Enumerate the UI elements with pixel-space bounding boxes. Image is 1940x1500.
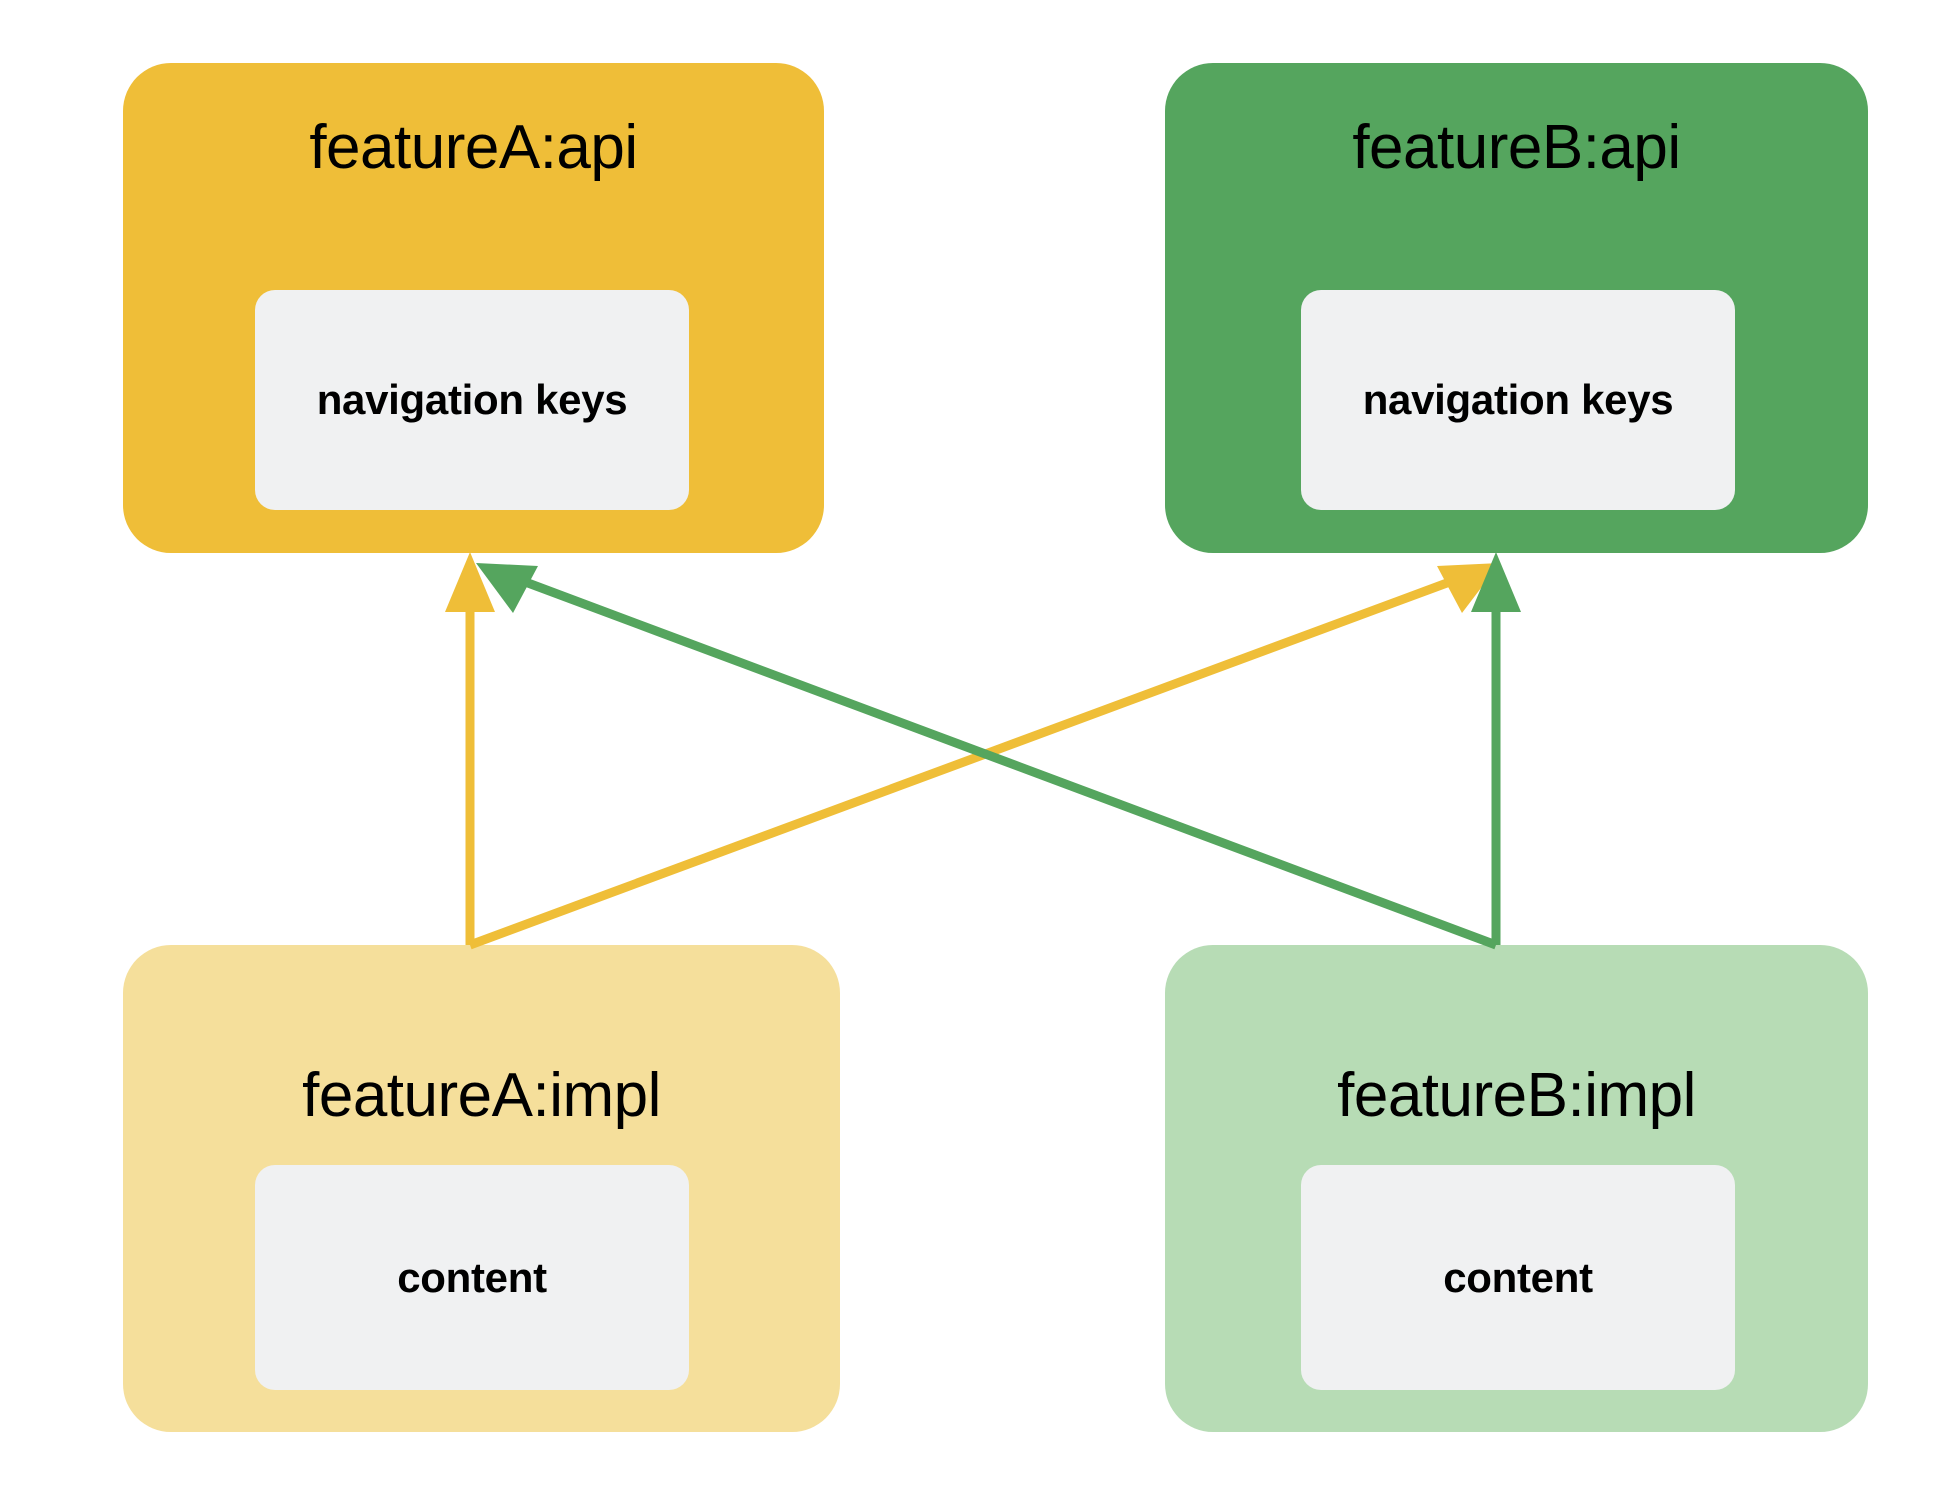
- slot-content-featureB[interactable]: content: [1301, 1165, 1735, 1390]
- node-title: featureA:api: [309, 113, 638, 182]
- node-featureB-impl[interactable]: featureB:impl content: [1165, 945, 1868, 1432]
- slot-label: navigation keys: [316, 376, 628, 423]
- node-title: featureB:api: [1352, 113, 1681, 182]
- edge-featureB-impl-to-featureA-api: [476, 563, 1498, 950]
- slot-label: content: [1443, 1253, 1593, 1301]
- slot-navigation-keys-featureA[interactable]: navigation keys: [255, 290, 689, 510]
- edge-featureB-impl-to-featureB-api: [1471, 552, 1521, 945]
- slot-content-featureA[interactable]: content: [255, 1165, 689, 1390]
- node-title: featureA:impl: [302, 1061, 661, 1130]
- node-featureA-impl[interactable]: featureA:impl content: [123, 945, 840, 1432]
- edge-featureA-impl-to-featureA-api: [445, 552, 495, 945]
- slot-navigation-keys-featureB[interactable]: navigation keys: [1301, 290, 1735, 510]
- node-featureA-api[interactable]: featureA:api navigation keys: [123, 63, 824, 553]
- node-featureB-api[interactable]: featureB:api navigation keys: [1165, 63, 1868, 553]
- slot-label: content: [397, 1253, 547, 1301]
- edge-featureA-impl-to-featureB-api: [468, 563, 1500, 950]
- slot-label: navigation keys: [1362, 376, 1674, 423]
- node-title: featureB:impl: [1337, 1061, 1696, 1130]
